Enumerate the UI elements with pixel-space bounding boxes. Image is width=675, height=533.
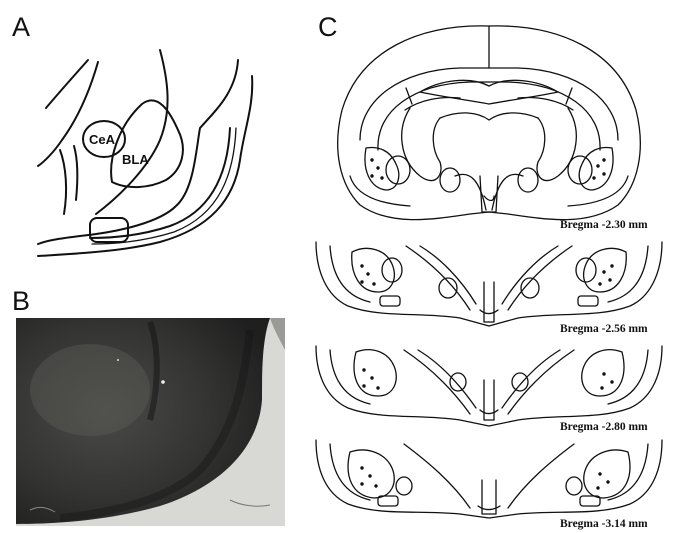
section-1-bregma-label: Bregma -2.30 mm [560, 219, 648, 231]
section-4-drawing [316, 440, 662, 518]
section-3-drawing [316, 346, 662, 426]
section-4-bregma-label: Bregma -3.14 mm [560, 518, 648, 530]
section-3-bregma-label: Bregma -2.80 mm [560, 421, 648, 433]
section-2-bregma-label: Bregma -2.56 mm [560, 323, 648, 335]
section-1-drawing [338, 26, 641, 220]
section-2-drawing [316, 242, 662, 326]
